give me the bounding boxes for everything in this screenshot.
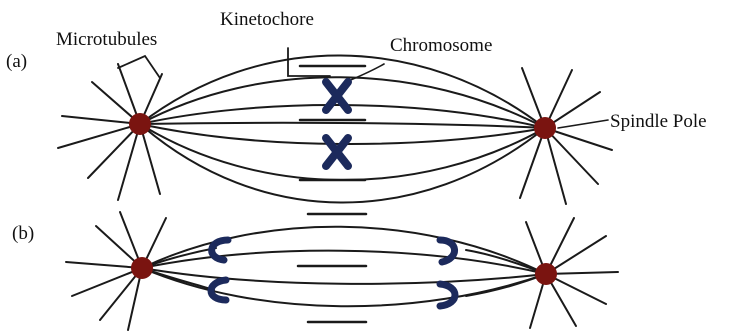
kinetochore-fiber (142, 268, 214, 290)
chromatid-right-upper (440, 240, 455, 262)
spindle-pole-left-a (129, 113, 151, 135)
spindle-fiber (142, 268, 546, 284)
microtubules-label: Microtubules (56, 30, 157, 49)
panel-b-label: (b) (12, 224, 34, 243)
chromosome-x-lower (326, 138, 348, 166)
kinetochore-pointer (288, 48, 330, 76)
spindle-pole-left-b (131, 257, 153, 279)
chromosome-label: Chromosome (390, 36, 492, 55)
spindle-pole-pointer (558, 120, 608, 128)
spindle-pole-label: Spindle Pole (610, 112, 707, 131)
kinetochore-label: Kinetochore (220, 10, 314, 29)
chromatid-right-lower (440, 284, 455, 306)
microtubules-bracket (118, 56, 160, 78)
spindle-pole-right-b (535, 263, 557, 285)
spindle-fiber (140, 124, 545, 180)
panel-a-label: (a) (6, 52, 27, 71)
spindle-pole-right-a (534, 117, 556, 139)
spindle-fiber (140, 123, 545, 128)
chromatid-left-upper (212, 240, 228, 260)
chromatid-left-lower (211, 280, 226, 300)
